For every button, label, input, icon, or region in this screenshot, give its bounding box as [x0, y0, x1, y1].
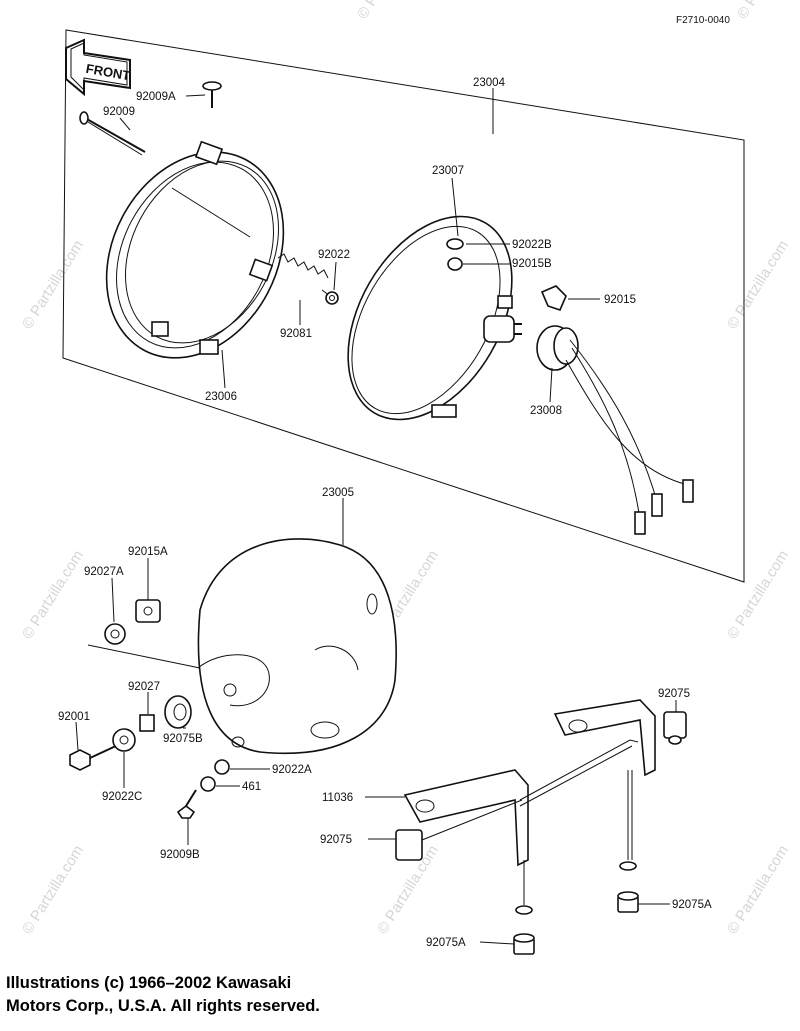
part-label-92015: 92015: [604, 294, 636, 306]
bolt-92001: [69, 744, 119, 771]
watermark-text: © Partzilla.com: [724, 547, 792, 642]
assembly-outline: [62, 29, 745, 583]
part-label-23005: 23005: [322, 487, 354, 499]
part-label-92081: 92081: [280, 328, 312, 340]
wire-clip: [540, 285, 567, 311]
bulb-socket: [536, 325, 694, 535]
part-label-92009b: 92009B: [160, 849, 200, 861]
watermark-text: © Partzilla.com: [354, 0, 422, 22]
part-label-11036: 11036: [322, 792, 353, 804]
sealed-beam-unit: [347, 215, 522, 421]
rim-screw: [79, 111, 146, 156]
grommet-92075-upper: [663, 711, 687, 745]
part-label-92075b: 92075B: [163, 733, 203, 745]
part-label-92075-upper: 92075: [658, 688, 690, 700]
mounting-bracket: [403, 699, 656, 905]
washer-92022c: [112, 728, 136, 752]
part-label-92009: 92009: [103, 106, 135, 118]
part-label-461: 461: [242, 781, 261, 793]
copyright-footer: Illustrations (c) 1966–2002 Kawasaki Mot…: [6, 972, 526, 1018]
part-labels: 23004 92009A 92009 23007 92022B 92015B 9…: [58, 77, 712, 949]
watermark-text: © Partzilla.com: [724, 237, 792, 332]
part-label-92022: 92022: [318, 249, 350, 261]
rim-screw-a: [202, 81, 222, 108]
part-label-92075a-right: 92075A: [672, 899, 712, 911]
copyright-line-1: Illustrations (c) 1966–2002 Kawasaki: [6, 974, 292, 992]
grommet-92075-lower: [395, 829, 423, 861]
nut-461: [200, 776, 216, 792]
spacer-92075a-left: [513, 905, 535, 955]
part-label-92009a: 92009A: [136, 91, 176, 103]
part-label-92022c: 92022C: [102, 791, 142, 803]
part-label-92027a: 92027A: [84, 566, 124, 578]
watermark-text: © Partzilla.com: [734, 0, 800, 22]
grommet-92075b: [164, 695, 192, 729]
headlight-rim: [105, 140, 285, 359]
part-label-92001: 92001: [58, 711, 90, 723]
part-label-92022b: 92022B: [512, 239, 552, 251]
spacer-92075a-right: [617, 861, 639, 913]
copyright-line-2: Motors Corp., U.S.A. All rights reserved…: [6, 997, 320, 1015]
collar-92027: [139, 714, 155, 732]
clip-nut-92015a: [135, 599, 161, 623]
front-arrow-icon: FRONT: [65, 38, 131, 97]
part-label-92075-lower: 92075: [320, 834, 352, 846]
watermark-text: © Partzilla.com: [19, 842, 87, 937]
watermark-text: © Partzilla.com: [19, 547, 87, 642]
part-label-92015a: 92015A: [128, 546, 168, 558]
part-label-92075a-left: 92075A: [426, 937, 466, 949]
leader-lines: [75, 88, 677, 945]
collar-92027a: [104, 623, 126, 645]
washer-92022a: [214, 759, 230, 775]
small-washer: [446, 238, 464, 271]
part-label-23006: 23006: [205, 391, 237, 403]
part-label-92027: 92027: [128, 681, 160, 693]
part-label-92015b: 92015B: [512, 258, 552, 270]
part-label-92022a: 92022A: [272, 764, 312, 776]
part-label-23004: 23004: [473, 77, 506, 89]
adjuster-nut: [325, 291, 339, 305]
part-label-23008: 23008: [530, 405, 562, 417]
reference-code: F2710-0040: [676, 15, 730, 26]
watermark-text: © Partzilla.com: [19, 237, 87, 332]
watermark-text: © Partzilla.com: [724, 842, 792, 937]
part-label-23007: 23007: [432, 165, 464, 177]
headlight-housing: [197, 538, 397, 754]
screw-92009b: [176, 789, 197, 819]
